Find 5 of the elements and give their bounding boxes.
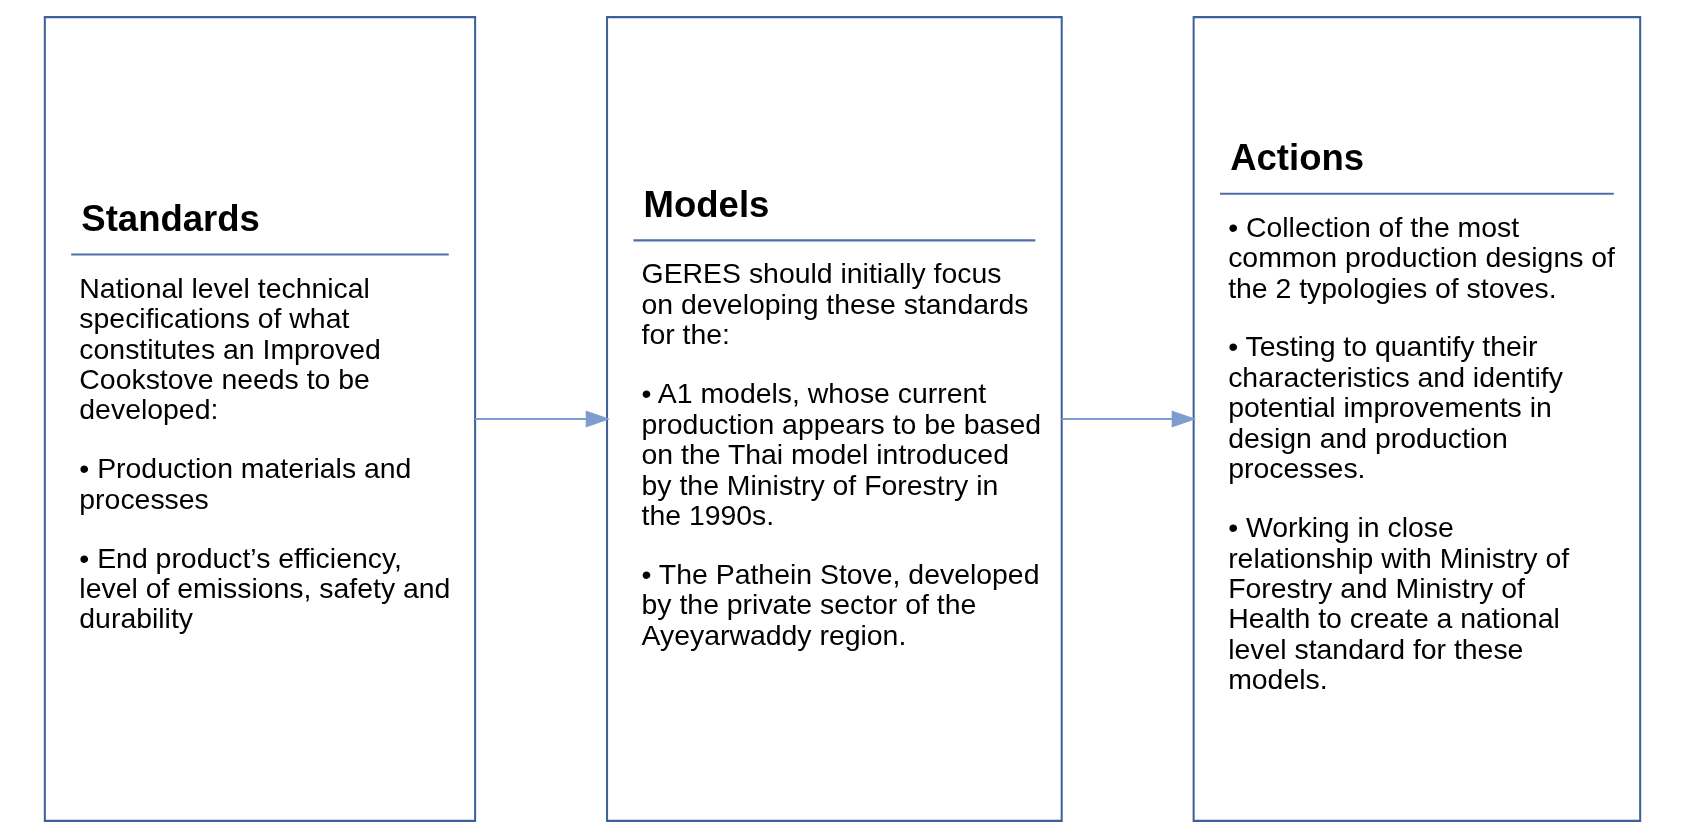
arrow	[475, 409, 611, 428]
node-box: Standards National level technical specifications of what constitutes an Improved Cookstove needs to be developed: • Production materials and processes • End product’s efficiency, level of emissions, safety and durability	[43, 15, 477, 822]
arrow	[1061, 409, 1197, 428]
node-box: Actions • Collection of the most common production designs of the 2 typologies of stoves. • Testing to quantify their characteristics and identify potential improvements in design and production processes. • Working in close relationship with Ministry of Forestry and Ministry of Health to create a national level standard for these models.	[1192, 15, 1642, 822]
node-box: Models GERES should initially focus on developing these standards for the: • A1 models, whose current production appears to be based on the Thai model introduced by the Ministry of Forestry in the 1990s. • The Pathein Stove, developed by the private sector of the Ayeyarwaddy region.	[606, 15, 1063, 822]
